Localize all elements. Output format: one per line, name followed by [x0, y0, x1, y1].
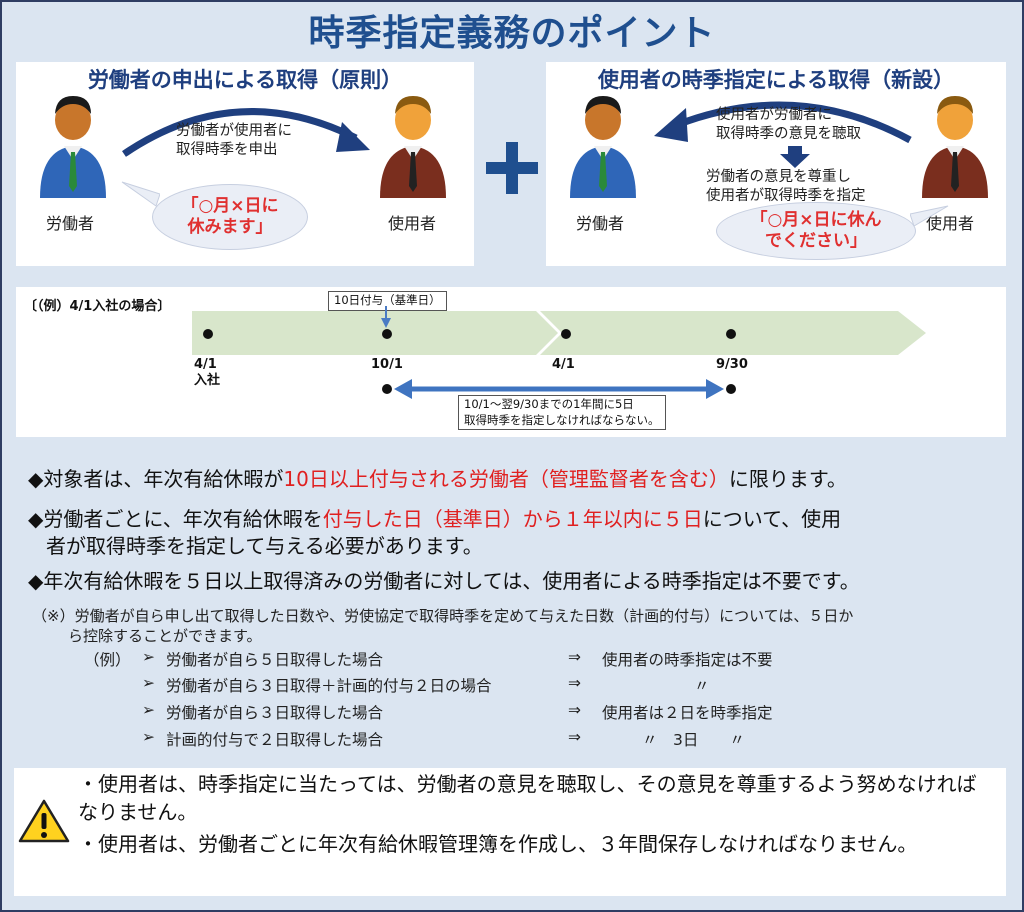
range-description: 10/1～翌9/30までの1年間に5日 取得時季を指定しなければならない。	[458, 395, 666, 431]
worker-person-icon	[570, 96, 636, 198]
example-arrow: ⇒	[568, 701, 581, 719]
left-panel: 労働者の申出による取得（原則） 労働者 使用者 労働者が使用者に 取得時季を申出…	[16, 62, 474, 266]
grant-pointer-icon	[381, 306, 391, 328]
timeline-dot	[726, 329, 736, 339]
range-start-dot	[382, 384, 392, 394]
example-arrow: ⇒	[568, 674, 581, 692]
request-arrow-icon	[122, 108, 370, 157]
example-bullet-icon: ➢	[142, 674, 155, 692]
example-bullet-icon: ➢	[142, 728, 155, 746]
left-speech-bubble: 「○月×日に 休みます」	[152, 184, 308, 250]
hearing-arrow-icon	[654, 101, 912, 144]
right-bubble-tail-icon	[910, 205, 949, 227]
warning-item: ・使用者は、時季指定に当たっては、労働者の意見を聴取し、その意見を尊重するよう努…	[78, 772, 977, 824]
example-result: 使用者の時季指定は不要	[602, 651, 773, 669]
bullet-target: ◆対象者は、年次有給休暇が10日以上付与される労働者（管理監督者を含む）に限りま…	[28, 467, 847, 491]
timeline-panel: 〔（例）4/1入社の場合〕 10日付与（基準日） 4/1 入社 10/1 4/1…	[16, 287, 1006, 437]
left-bubble-tail-icon	[121, 181, 160, 207]
bullet-deadline-line2: 者が取得時季を指定して与える必要があります。	[46, 534, 483, 558]
examples-prefix: （例）	[84, 651, 131, 669]
example-arrow: ⇒	[568, 648, 581, 666]
example-case: 労働者が自ら５日取得した場合	[166, 651, 384, 669]
timeline-date: 9/30	[716, 357, 748, 372]
timeline-dots	[203, 329, 736, 399]
warning-item: ・使用者は、労働者ごとに年次有給休暇管理簿を作成し、３年間保存しなければなりませ…	[78, 832, 918, 856]
example-result: 使用者は２日を時季指定	[602, 704, 773, 722]
timeline-date: 4/1 入社	[194, 357, 221, 388]
right-arrow-text: 使用者が労働者に 取得時季の意見を聴取	[716, 107, 861, 142]
right-worker-label: 労働者	[576, 214, 625, 233]
example-result: 〃 3日 〃	[642, 731, 745, 749]
timeline-date: 4/1	[552, 357, 575, 372]
note-line: ら控除することができます。	[68, 627, 262, 645]
grant-date-label: 10日付与（基準日）	[328, 291, 447, 311]
plus-icon	[486, 142, 538, 194]
right-panel: 使用者の時季指定による取得（新設） 労働者 使用者 使用者が労働者に 取得時季の…	[546, 62, 1006, 266]
note-line: （※）労働者が自ら申し出て取得した日数や、労使協定で取得時季を定めて与えた日数（…	[32, 607, 854, 625]
bullet-exemption: ◆年次有給休暇を５日以上取得済みの労働者に対しては、使用者による時季指定は不要で…	[28, 569, 860, 593]
right-speech-bubble: 「○月×日に休ん でください」	[716, 202, 916, 260]
timeline-dot	[382, 329, 392, 339]
warning-panel: ・使用者は、時季指定に当たっては、労働者の意見を聴取し、その意見を尊重するよう努…	[14, 768, 1006, 896]
timeline-example-label: 〔（例）4/1入社の場合〕	[24, 299, 171, 314]
right-middle-text: 労働者の意見を尊重し 使用者が取得時季を指定	[706, 169, 866, 204]
warning-icon	[18, 799, 70, 843]
right-employer-label: 使用者	[926, 214, 975, 233]
example-bullet-icon: ➢	[142, 701, 155, 719]
worker-person-icon	[40, 96, 106, 198]
timeline-dot	[561, 329, 571, 339]
example-case: 労働者が自ら３日取得した場合	[166, 704, 384, 722]
range-end-dot	[726, 384, 736, 394]
bullet-deadline: ◆労働者ごとに、年次有給休暇を付与した日（基準日）から１年以内に５日について、使…	[28, 507, 842, 531]
page-title: 時季指定義務のポイント	[308, 13, 716, 54]
left-arrow-text: 労働者が使用者に 取得時季を申出	[176, 123, 292, 158]
example-arrow: ⇒	[568, 728, 581, 746]
left-employer-label: 使用者	[388, 214, 437, 233]
employer-person-icon	[380, 96, 446, 198]
example-case: 計画的付与で２日取得した場合	[166, 731, 384, 749]
example-bullet-icon: ➢	[142, 648, 155, 666]
employer-person-icon	[922, 96, 988, 198]
right-panel-title: 使用者の時季指定による取得（新設）	[597, 68, 955, 92]
timeline-date: 10/1	[371, 357, 403, 372]
left-panel-title: 労働者の申出による取得（原則）	[87, 68, 403, 92]
left-worker-label: 労働者	[46, 214, 95, 233]
down-arrow-icon	[780, 146, 810, 168]
timeline-dot	[203, 329, 213, 339]
example-result: 〃	[694, 677, 710, 695]
example-case: 労働者が自ら３日取得＋計画的付与２日の場合	[166, 677, 492, 695]
